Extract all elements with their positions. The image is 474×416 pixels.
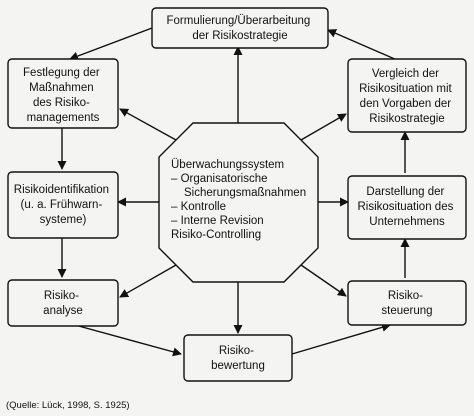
box-comparison: Vergleich der Risikosituation mit den Vo… xyxy=(347,58,467,133)
radial-arrow-upper-left xyxy=(119,108,177,141)
arrow-left-bottom-to-bottom xyxy=(74,324,182,357)
box-analysis: Risiko- analyse xyxy=(7,279,119,327)
source-note: (Quelle: Lück, 1998, S. 1925) xyxy=(6,400,130,411)
svg-text:Formulierung/Überarbeitung: Formulierung/Überarbeitung der Risikostr… xyxy=(166,15,313,42)
box-identification: Risikoidentifikation (u. a. Frühwarn- sy… xyxy=(7,171,119,239)
box-strategy: Formulierung/Überarbeitung der Risikostr… xyxy=(151,7,329,49)
center-item: Sicherungsmaßnahmen xyxy=(184,187,306,199)
monitoring-system-octagon xyxy=(158,122,319,283)
center-item: – Kontrolle xyxy=(171,201,226,213)
radial-arrow-lower-left xyxy=(119,264,177,298)
monitoring-system-text: Überwachungssystem – Organisatorische Si… xyxy=(171,159,309,241)
svg-text:Vergleich der Risikositu: Vergleich der Risikosituation mit den Vo… xyxy=(359,68,455,125)
box-measures: Festlegung der Maßnahmen des Risiko- man… xyxy=(7,58,119,129)
cycle-arrows xyxy=(57,27,410,357)
radial-arrow-upper-right xyxy=(300,113,347,141)
box-control: Risiko- steuerung xyxy=(347,280,467,326)
center-footer: Risiko-Controlling xyxy=(171,229,261,241)
radial-arrow-lower-right xyxy=(300,264,347,297)
svg-text:Überwachungssystem – Org: Überwachungssystem – Organisatorische Si… xyxy=(171,159,309,241)
arrow-right-top-to-top xyxy=(327,29,398,61)
svg-text:Risiko- bewertung: Risiko- bewertung xyxy=(211,345,265,372)
svg-text:Risiko- steuerung: Risiko- steuerung xyxy=(381,290,432,317)
center-item: – Interne Revision xyxy=(171,215,264,227)
box-evaluation: Risiko- bewertung xyxy=(183,334,293,382)
box-presentation: Darstellung der Risikosituation des Unte… xyxy=(347,175,467,240)
svg-text:Risikoidentifikation (u.: Risikoidentifikation (u. a. Frühwarn- sy… xyxy=(14,184,112,226)
svg-text:Risiko- analyse: Risiko- analyse xyxy=(43,290,83,317)
arrow-top-to-left-top xyxy=(69,27,153,61)
radial-arrows xyxy=(117,46,349,334)
svg-text:Festlegung der Maßnahmen: Festlegung der Maßnahmen des Risiko- man… xyxy=(23,67,103,124)
center-item: – Organisatorische xyxy=(171,173,268,185)
arrow-bottom-to-right-bottom xyxy=(291,322,391,355)
svg-text:Darstellung der Risikosi: Darstellung der Risikosituation des Unte… xyxy=(357,186,456,228)
center-title: Überwachungssystem xyxy=(171,159,284,171)
